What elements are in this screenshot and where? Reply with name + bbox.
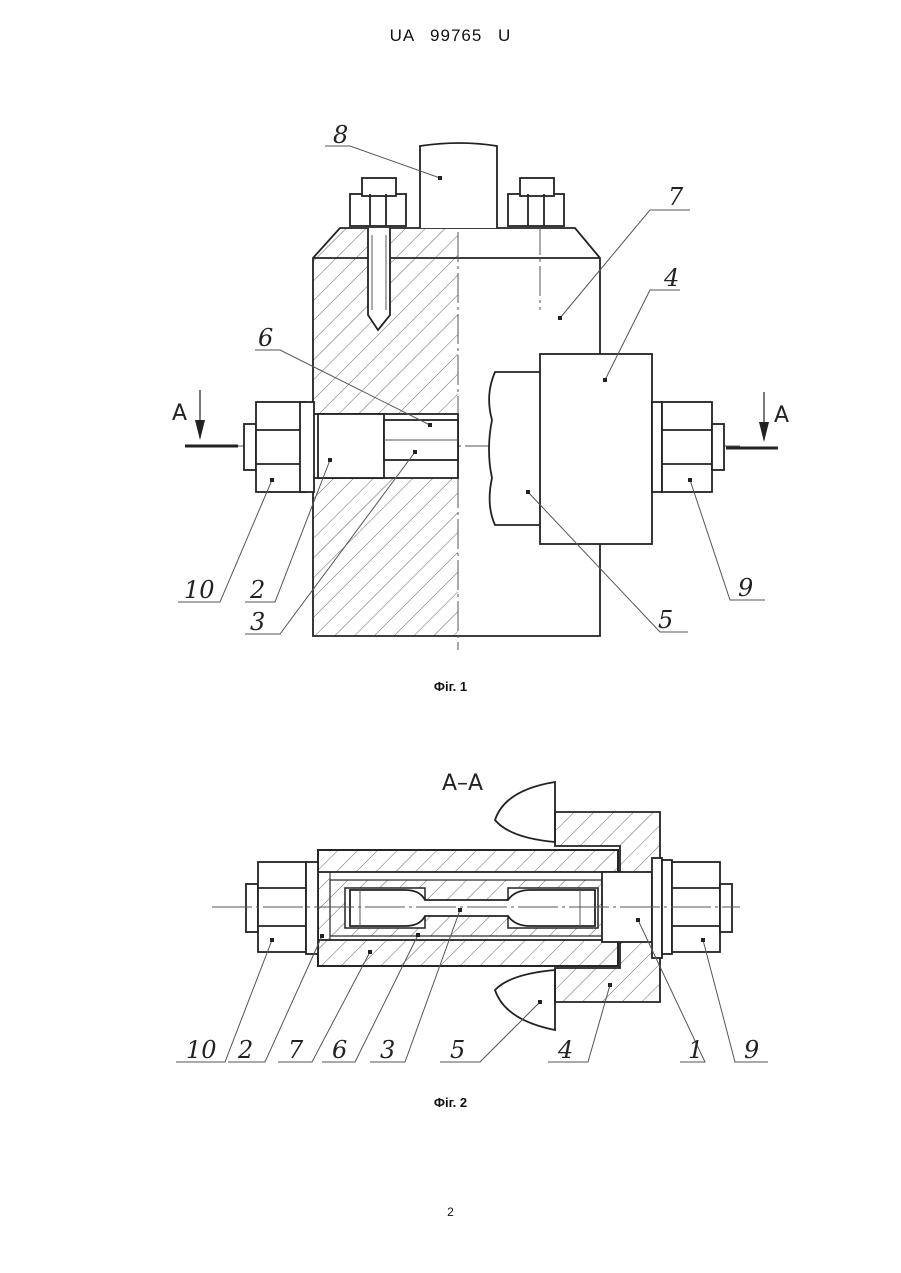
label-10: 10 — [184, 576, 215, 604]
document-number: UA 99765 U — [0, 26, 901, 46]
shaft-8 — [420, 143, 497, 228]
figure-2-drawing: А–А — [0, 760, 901, 1080]
label-3-fig2: 3 — [380, 1036, 395, 1064]
nut-10-fig2 — [246, 862, 318, 954]
label-6: 6 — [258, 324, 273, 352]
section-title-AA: А–А — [442, 771, 483, 796]
figure-2-caption: Фіг. 2 — [0, 1095, 901, 1110]
label-5: 5 — [658, 606, 673, 634]
label-4-fig2: 4 — [557, 1036, 573, 1064]
label-6-fig2: 6 — [332, 1036, 347, 1064]
label-1-fig2: 1 — [688, 1036, 703, 1064]
nut-10 — [244, 402, 314, 492]
label-3: 3 — [250, 608, 265, 636]
section-letter-right: A — [774, 403, 789, 428]
page-number: 2 — [0, 1205, 901, 1219]
label-8: 8 — [333, 121, 348, 149]
top-bolt-right — [508, 178, 564, 226]
label-4: 4 — [663, 264, 679, 292]
bore-channel — [313, 414, 458, 478]
part-4 — [540, 354, 652, 544]
label-2: 2 — [249, 576, 265, 604]
label-9-fig2: 9 — [744, 1036, 759, 1064]
figure-1-drawing: A A 8 7 6 4 10 2 3 5 9 — [0, 110, 901, 670]
figure-1-caption: Фіг. 1 — [0, 679, 901, 694]
part-5 — [489, 372, 540, 525]
section-mark-right: A — [726, 392, 789, 448]
section-letter-left: A — [172, 401, 187, 426]
label-2-fig2: 2 — [237, 1036, 253, 1064]
label-5-fig2: 5 — [450, 1036, 465, 1064]
label-9: 9 — [738, 574, 753, 602]
label-7-fig2: 7 — [288, 1036, 304, 1064]
label-7: 7 — [668, 183, 684, 211]
section-mark-left: A — [172, 390, 238, 446]
label-10-fig2: 10 — [186, 1036, 217, 1064]
